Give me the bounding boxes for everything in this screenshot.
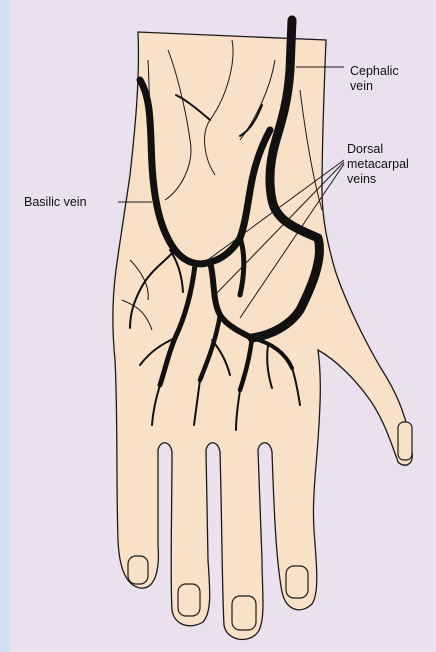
fingernails (128, 422, 412, 630)
dorsal-label-line1: Dorsal (347, 142, 409, 157)
cephalic-vein-label: Cephalic vein (350, 64, 399, 94)
cephalic-label-line1: Cephalic (350, 64, 399, 79)
dorsal-label-line3: veins (347, 172, 409, 187)
basilic-vein-label: Basilic vein (24, 195, 87, 210)
cephalic-label-line2: vein (350, 79, 399, 94)
dorsal-label-line2: metacarpal (347, 157, 409, 172)
basilic-label-text: Basilic vein (24, 195, 87, 209)
dorsal-metacarpal-veins-label: Dorsal metacarpal veins (347, 142, 409, 187)
